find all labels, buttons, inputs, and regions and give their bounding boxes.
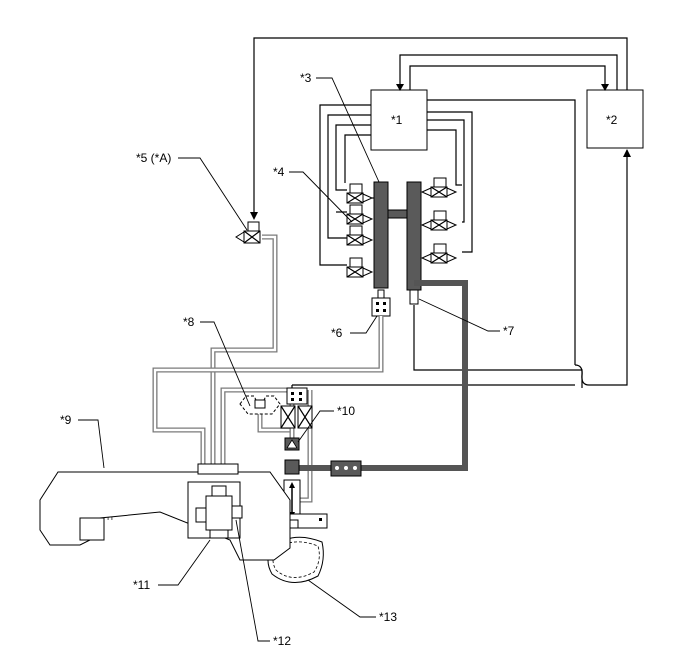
edu-label: *2 [606,113,618,127]
injector-right-3 [420,243,458,264]
fuel-tank [39,463,291,561]
label-rail-left: *3 [300,71,312,85]
label-charcoal-canister: *8 [183,315,195,329]
injector-left-1 [346,183,376,204]
injectors-right [420,177,458,264]
label-pressure-limiter: *7 [503,324,515,338]
vsv [235,221,261,244]
fuel-pressure-regulator [231,505,243,519]
delivery-pipe-left [373,181,389,289]
pressure-limiter [409,289,419,305]
control-wiring [250,37,631,392]
label-fuel-tank: *9 [60,413,72,427]
check-valve [284,437,300,475]
label-injector: *4 [273,165,285,179]
label-pressure-sensor: *6 [331,326,343,340]
charcoal-canister [239,395,281,415]
leader-lines [78,77,500,642]
injectors-left [346,183,376,278]
injector-right-2 [420,210,458,231]
spill-valves [280,387,313,429]
fuel-pressure-sensor [371,289,391,317]
fuel-rails [373,181,422,305]
label-cam-lobe: *13 [379,610,397,624]
edu-box: *2 [586,89,644,149]
fuel-pump [195,485,233,539]
hp-fuel-pump-valve [330,460,362,477]
injector-left-4 [346,204,374,225]
label-vsv: *5 (*A) [136,151,171,165]
label-pressure-regulator: *12 [273,634,291,648]
rail-connector [387,209,408,219]
injector-right-1 [420,177,458,198]
ecm-label: *1 [391,113,403,127]
injector-left-2 [346,225,374,246]
injector-left-3 [346,257,374,278]
label-check-valve: *10 [337,404,355,418]
delivery-pipe-right [406,181,422,291]
ecm-box: *1 [370,89,428,151]
callout-labels: *3 *4 *5 (*A) *8 *6 *7 *9 *10 *11 *12 *1… [60,71,515,648]
label-fuel-pump: *11 [133,578,150,592]
